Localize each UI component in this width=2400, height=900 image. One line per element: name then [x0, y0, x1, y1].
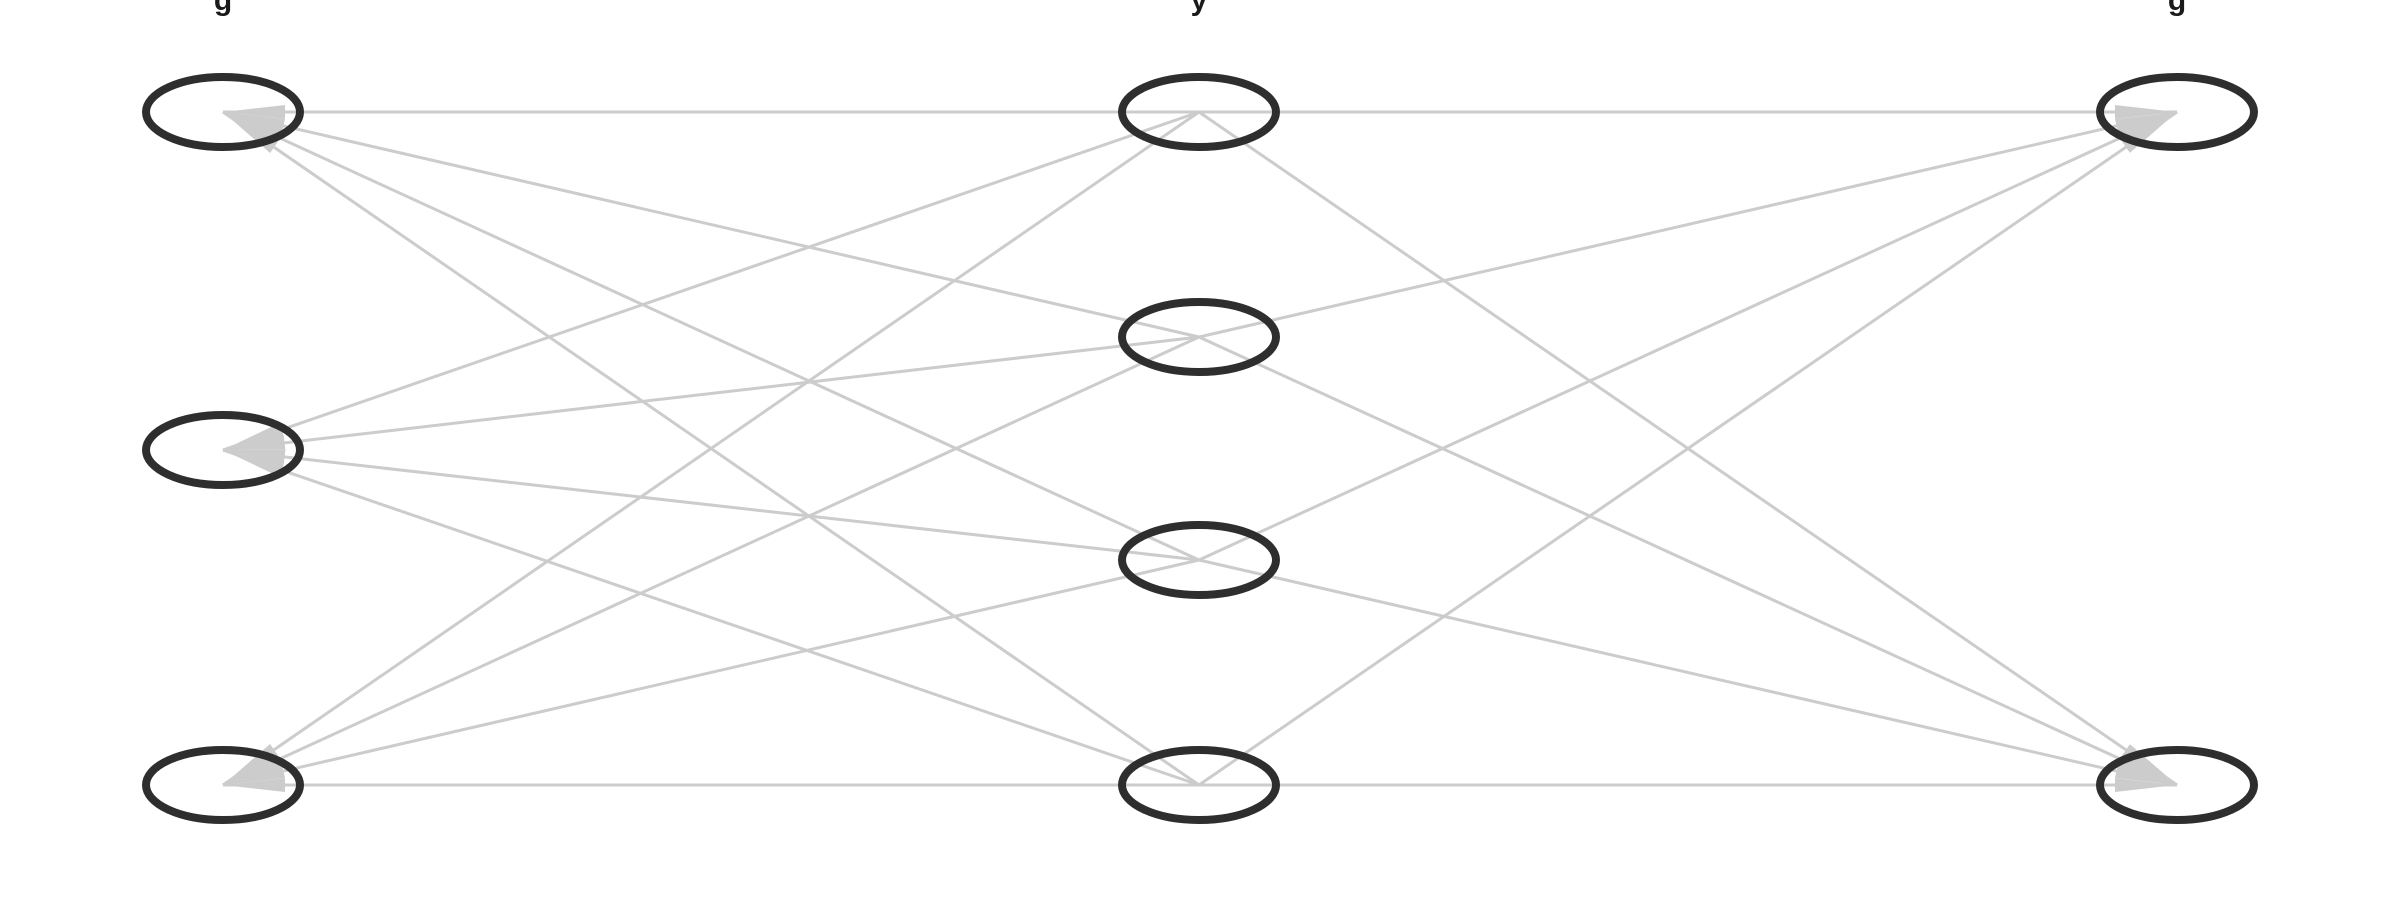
node-ellipse[interactable] — [142, 411, 304, 489]
edge-arrowhead-icon — [223, 423, 284, 450]
graph-node[interactable] — [2096, 746, 2258, 824]
edge-arrowhead-icon — [223, 450, 284, 477]
graph-edge — [223, 105, 1199, 119]
edge-line — [222, 558, 1200, 787]
edge-line — [1198, 110, 2178, 339]
node-layer-input-layer — [142, 73, 304, 824]
graph-node[interactable] — [1118, 73, 1280, 151]
layer-title-middle: y — [1190, 0, 1208, 17]
node-ellipse[interactable] — [1118, 73, 1280, 151]
layer-title-left: g — [213, 0, 233, 17]
edge-line — [222, 335, 1200, 787]
graph-edge — [223, 778, 1199, 792]
node-ellipse[interactable] — [1118, 521, 1280, 599]
graph-edge — [1199, 778, 2177, 792]
node-ellipse[interactable] — [2096, 746, 2258, 824]
edge-arrowhead-icon — [2115, 778, 2177, 792]
edge-line — [222, 448, 1200, 562]
graph-edge — [222, 110, 1200, 562]
graph-edge — [222, 335, 1200, 787]
node-ellipse[interactable] — [1118, 746, 1280, 824]
graph-node[interactable] — [1118, 746, 1280, 824]
edge-arrowhead-icon — [223, 435, 286, 450]
edge-arrowhead-icon — [2115, 105, 2177, 119]
graph-edge — [222, 558, 1200, 787]
edge-line — [1198, 335, 2178, 787]
graph-node[interactable] — [1118, 521, 1280, 599]
graph-edge — [222, 448, 1200, 787]
edge-arrowhead-icon — [223, 764, 285, 785]
graph-edge — [222, 448, 1200, 562]
graph-node[interactable] — [142, 746, 304, 824]
graph-edge — [222, 335, 1200, 452]
edge-line — [222, 335, 1200, 452]
node-ellipse[interactable] — [142, 746, 304, 824]
graph-edge — [222, 110, 1200, 452]
node-ellipse[interactable] — [1118, 298, 1280, 376]
layer-title-right: g — [2167, 0, 2187, 17]
graph-node[interactable] — [142, 411, 304, 489]
edge-line — [1198, 110, 2178, 562]
edge-arrowhead-icon — [2115, 764, 2177, 785]
graph-edge — [1199, 105, 2177, 119]
nodes-group — [142, 73, 2258, 824]
edge-line — [222, 110, 1200, 562]
edge-line — [222, 448, 1200, 787]
edge-line — [222, 110, 1200, 452]
edge-arrowhead-icon — [223, 105, 285, 119]
graph-edge — [1198, 110, 2178, 562]
node-layer-output-layer — [2096, 73, 2258, 824]
graph-edge — [1198, 558, 2178, 787]
graph-node[interactable] — [142, 73, 304, 151]
edge-line — [222, 110, 1200, 787]
edge-arrowhead-icon — [223, 778, 285, 792]
graph-edge — [1198, 110, 2178, 339]
edge-line — [1198, 110, 2178, 787]
edges-group — [222, 105, 2178, 792]
edge-line — [1198, 558, 2178, 787]
node-layer-hidden-layer — [1118, 73, 1280, 824]
edge-line — [222, 110, 1200, 339]
graph-edge — [1198, 335, 2178, 787]
edge-arrowhead-icon — [223, 752, 283, 785]
node-ellipse[interactable] — [2096, 73, 2258, 151]
graph-node[interactable] — [2096, 73, 2258, 151]
node-ellipse[interactable] — [142, 73, 304, 151]
edge-arrowhead-icon — [2117, 752, 2177, 785]
graph-edge — [222, 110, 1200, 339]
graph-node[interactable] — [1118, 298, 1280, 376]
